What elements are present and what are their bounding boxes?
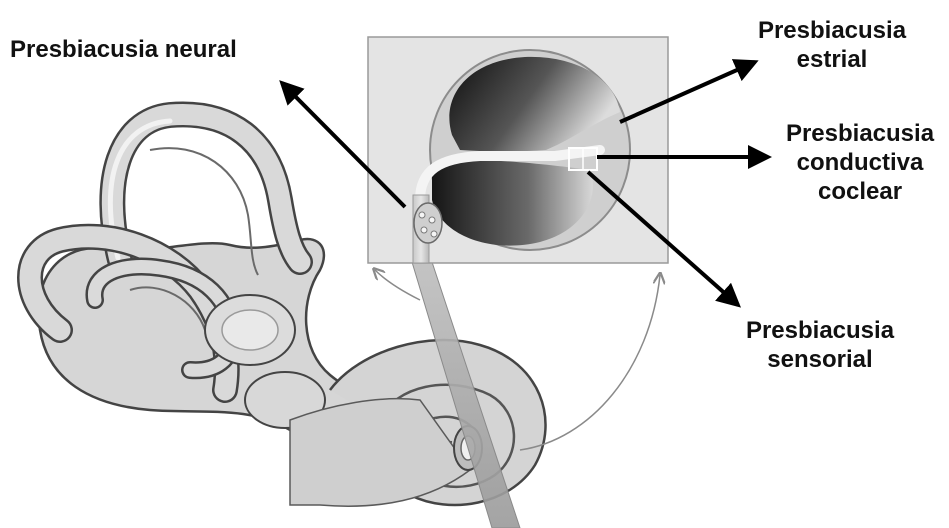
label-conductiva-line2: conductiva — [772, 148, 948, 177]
label-estrial-line2: estrial — [752, 45, 912, 74]
label-conductiva-line3: coclear — [772, 177, 948, 206]
zoom-guide-left — [375, 270, 420, 300]
cochlear-cross-section-inset — [368, 37, 668, 263]
label-neural-text: Presbiacusia neural — [10, 35, 237, 64]
label-estrial-line1: Presbiacusia — [752, 16, 912, 45]
label-sensorial: Presbiacusia sensorial — [732, 316, 908, 374]
label-sensorial-line2: sensorial — [732, 345, 908, 374]
label-conductiva: Presbiacusia conductiva coclear — [772, 119, 948, 206]
label-sensorial-line1: Presbiacusia — [732, 316, 908, 345]
cochlea — [290, 340, 546, 506]
spiral-ganglion — [414, 203, 442, 243]
label-estrial: Presbiacusia estrial — [752, 16, 912, 74]
label-conductiva-line1: Presbiacusia — [772, 119, 948, 148]
label-neural: Presbiacusia neural — [10, 35, 237, 64]
